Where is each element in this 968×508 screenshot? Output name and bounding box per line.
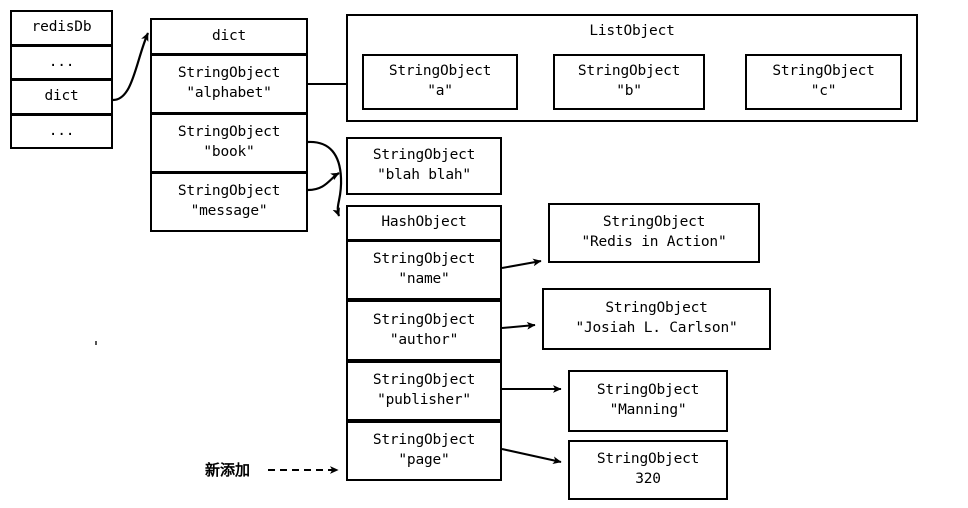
dict-entry-alphabet-type: StringObject [177, 65, 281, 82]
redisdb-row-3: ... [10, 114, 113, 149]
listobject-item-b-type: StringObject [577, 63, 681, 80]
hashobject-value-page[interactable]: StringObject 320 [568, 440, 728, 500]
arrow-page-to-value [501, 448, 562, 465]
dict-entry-message[interactable]: StringObject "message" [150, 172, 308, 232]
hashobject-value-name[interactable]: StringObject "Redis in Action" [548, 203, 760, 263]
listobject-item-a-value: "a" [427, 83, 453, 99]
hashobject-header-label: HashObject [381, 214, 467, 231]
redisdb-row-2[interactable]: dict [10, 79, 113, 115]
listobject-item-c-value: "c" [810, 83, 837, 99]
dict-entry-alphabet[interactable]: StringObject "alphabet" [150, 54, 308, 114]
hashobject-value-publisher-text: "Manning" [609, 402, 687, 418]
hashobject-key-publisher-type: StringObject [372, 372, 476, 389]
arrow-book-to-hashobject [307, 140, 343, 217]
hashobject-value-author-type: StringObject [605, 300, 708, 317]
hashobject-value-publisher-type: StringObject [596, 382, 700, 399]
arrow-author-to-value [501, 321, 536, 330]
hashobject-key-page[interactable]: StringObject "page" [346, 421, 502, 481]
hashobject-key-publisher[interactable]: StringObject "publisher" [346, 361, 502, 421]
dict-entry-book-type: StringObject [177, 124, 281, 141]
stringobject-blah-blah[interactable]: StringObject "blah blah" [346, 137, 502, 195]
arrow-message-to-blah [307, 172, 340, 192]
redisdb-row-0-label: redisDb [31, 19, 92, 36]
listobject-item-a-type: StringObject [388, 63, 492, 80]
hashobject-key-page-label: "page" [398, 452, 450, 468]
annotation-label: 新添加 [205, 461, 251, 479]
hashobject-key-author-label: "author" [389, 331, 459, 348]
hashobject-key-author[interactable]: StringObject "author" [346, 300, 502, 361]
hashobject-key-name-type: StringObject [372, 251, 476, 268]
listobject-item-b-value: "b" [616, 83, 642, 99]
dict-entry-message-type: StringObject [177, 183, 281, 200]
arrow-name-to-value [501, 258, 542, 269]
hashobject-key-name-label: "name" [398, 271, 450, 287]
redisdb-row-0: redisDb [10, 10, 113, 46]
dict-header: dict [150, 18, 308, 55]
hashobject-key-page-type: StringObject [372, 432, 476, 449]
listobject-title: ListObject [589, 23, 675, 39]
hashobject-value-name-type: StringObject [602, 214, 706, 231]
hashobject-value-page-type: StringObject [596, 451, 700, 468]
stringobject-blah-blah-type: StringObject [372, 147, 476, 164]
listobject-item-b[interactable]: StringObject "b" [553, 54, 705, 110]
hashobject-key-name[interactable]: StringObject "name" [346, 240, 502, 300]
hashobject-value-page-text: 320 [635, 471, 661, 487]
hashobject-value-publisher[interactable]: StringObject "Manning" [568, 370, 728, 432]
hashobject-value-name-text: "Redis in Action" [581, 234, 727, 250]
dict-entry-message-value: "message" [190, 203, 268, 219]
redisdb-row-2-label: dict [44, 88, 79, 105]
hashobject-header: HashObject [346, 205, 502, 241]
arrow-redisdb-to-dict [112, 32, 150, 102]
hashobject-value-author[interactable]: StringObject "Josiah L. Carlson" [542, 288, 771, 350]
dict-entry-book-value: "book" [203, 144, 255, 160]
listobject-item-c[interactable]: StringObject "c" [745, 54, 902, 110]
redisdb-row-1: ... [10, 45, 113, 80]
dict-entry-alphabet-value: "alphabet" [186, 85, 272, 101]
dict-header-label: dict [211, 27, 247, 44]
listobject-item-a[interactable]: StringObject "a" [362, 54, 518, 110]
hashobject-key-publisher-label: "publisher" [377, 392, 471, 408]
hashobject-value-author-text: "Josiah L. Carlson" [575, 320, 738, 336]
hashobject-key-author-type: StringObject [372, 311, 476, 328]
dict-entry-book[interactable]: StringObject "book" [150, 113, 308, 173]
redisdb-row-3-label: ... [48, 122, 75, 139]
stringobject-blah-blah-value: "blah blah" [377, 167, 471, 183]
redisdb-row-1-label: ... [48, 53, 75, 70]
listobject-item-c-type: StringObject [772, 63, 875, 80]
scan-artifact-speck [95, 341, 97, 345]
